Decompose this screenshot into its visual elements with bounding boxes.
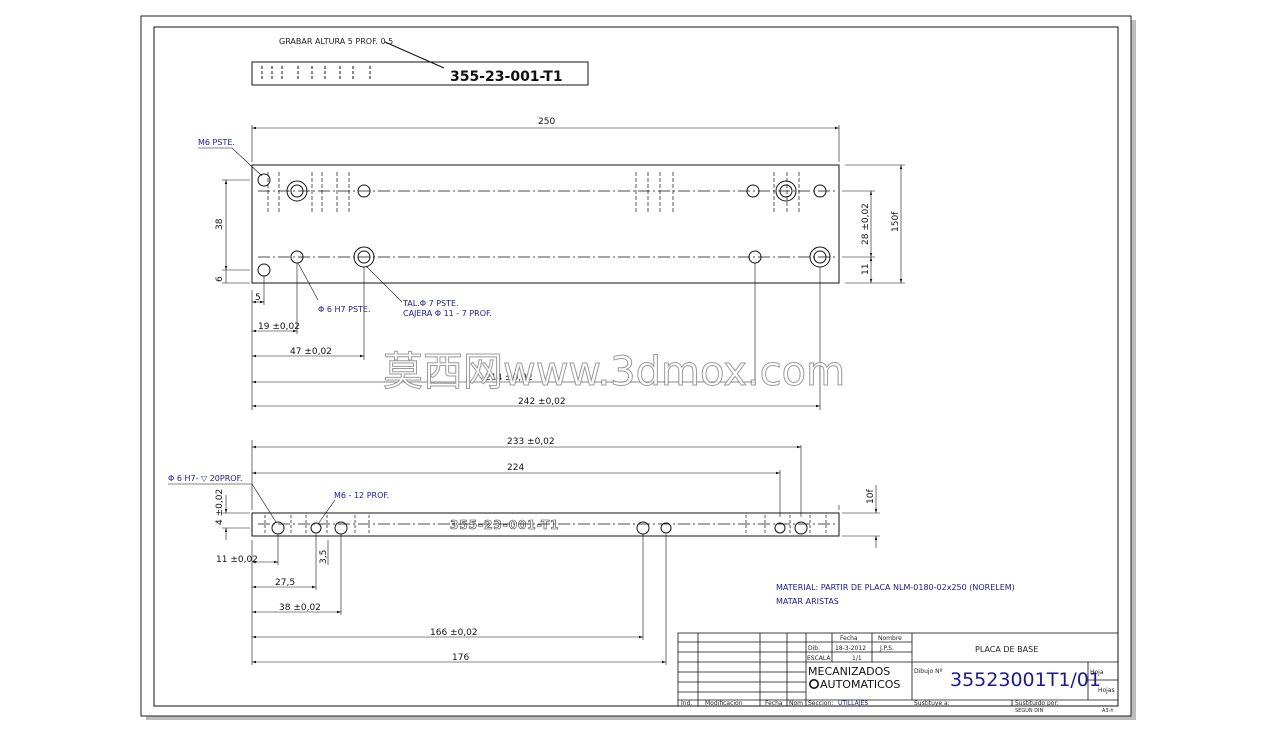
svg-text:Fecha: Fecha bbox=[840, 635, 858, 642]
side-hole-7 bbox=[794, 521, 808, 535]
dim-214: 214 ±0,02 bbox=[485, 373, 533, 383]
dim-27-5: 27,5 bbox=[275, 578, 295, 588]
top-view bbox=[251, 41, 589, 86]
tb-name: J.P.S. bbox=[879, 645, 894, 652]
svg-text:Sustituye a:: Sustituye a: bbox=[914, 700, 950, 707]
tb-company-2: AUTOMATICOS bbox=[820, 678, 900, 691]
tb-date: 18-3-2012 bbox=[835, 645, 866, 652]
part-code-top: 355-23-001-T1 bbox=[450, 69, 563, 85]
drawing-frame bbox=[153, 26, 1119, 707]
dim-233: 233 ±0,02 bbox=[507, 437, 555, 447]
svg-text:Dibujo Nº: Dibujo Nº bbox=[914, 668, 943, 675]
callout-side-pin: Φ 6 H7- ▽ 20PROF. bbox=[168, 474, 242, 483]
plan-view bbox=[198, 125, 905, 410]
paper bbox=[140, 15, 1132, 717]
material-note: MATERIAL: PARTIR DE PLACA NLM-0180-02x25… bbox=[776, 583, 1015, 592]
drill-hole-2 bbox=[746, 184, 760, 198]
tb-drawing-number: 35523001T1/01 bbox=[950, 669, 1101, 691]
dim-150: 150f bbox=[891, 211, 901, 232]
svg-text:ESCALA: ESCALA bbox=[807, 655, 831, 662]
callout-drill: TAL.Φ 7 PSTE. bbox=[402, 299, 459, 308]
company-logo-icon bbox=[808, 678, 819, 689]
dim-224: 224 bbox=[507, 463, 524, 473]
dim-thickness: 10f bbox=[866, 489, 876, 504]
m6-hole-1 bbox=[257, 173, 271, 187]
svg-text:Sustituido por:: Sustituido por: bbox=[1015, 700, 1059, 707]
finish-note: MATAR ARISTAS bbox=[776, 597, 839, 606]
side-hole-5 bbox=[660, 522, 672, 534]
counterbore-hole-2 bbox=[775, 180, 797, 202]
watermark: 莫西网www.3dmox.com bbox=[383, 349, 845, 395]
svg-text:Fecha: Fecha bbox=[765, 700, 783, 707]
tb-scale: 1/1 bbox=[852, 655, 862, 662]
dim-47: 47 ±0,02 bbox=[290, 347, 332, 357]
svg-text:Nom: Nom bbox=[789, 700, 803, 707]
title-block bbox=[677, 632, 1119, 707]
tb-company-1: MECANIZADOS bbox=[808, 665, 890, 678]
counterbore-hole-1 bbox=[286, 180, 308, 202]
drill-hole-3 bbox=[813, 184, 827, 198]
dim-11: 11 bbox=[861, 264, 871, 275]
dim-28: 28 ±0,02 bbox=[861, 203, 871, 245]
drill-hole-1 bbox=[357, 184, 371, 198]
dim-3-5: 3,5 bbox=[319, 550, 329, 564]
svg-text:Modificacion: Modificacion bbox=[705, 700, 743, 707]
tb-section: UTILLAJES bbox=[838, 700, 868, 707]
svg-text:Dib.: Dib. bbox=[808, 645, 820, 652]
callout-m6-pste: M6 PSTE. bbox=[198, 138, 235, 147]
svg-text:Seccion:: Seccion: bbox=[808, 700, 833, 707]
dim-176: 176 bbox=[452, 653, 469, 663]
side-engraving: 355-23-001-T1 bbox=[450, 518, 560, 532]
dim-5: 5 bbox=[255, 293, 261, 303]
engrave-note: GRABAR ALTURA 5 PROF. 0.5 bbox=[279, 37, 393, 46]
dim-11-side: 11 ±0,02 bbox=[216, 555, 258, 565]
callout-counterbore: CAJERA Φ 11 - 7 PROF. bbox=[403, 309, 492, 318]
dim-242: 242 ±0,02 bbox=[518, 397, 566, 407]
callout-side-thread: M6 - 12 PROF. bbox=[334, 491, 389, 500]
dim-250: 250 bbox=[538, 117, 555, 127]
svg-text:Hojas: Hojas bbox=[1098, 687, 1115, 694]
dim-6: 6 bbox=[215, 276, 225, 282]
callout-pin-hole: Φ 6 H7 PSTE. bbox=[318, 305, 371, 314]
side-hole-2 bbox=[310, 522, 322, 534]
side-hole-6 bbox=[774, 522, 786, 534]
tb-title: PLACA DE BASE bbox=[975, 645, 1038, 654]
side-view bbox=[168, 440, 880, 665]
svg-text:Ind.: Ind. bbox=[681, 700, 692, 707]
tb-standard: SEGUN DIN bbox=[1015, 708, 1044, 714]
svg-text:Hoja: Hoja bbox=[1090, 669, 1104, 676]
dim-19: 19 ±0,02 bbox=[258, 322, 300, 332]
dim-4: 4 ±0,02 bbox=[215, 489, 225, 525]
svg-text:Nombre: Nombre bbox=[878, 635, 902, 642]
tb-format: A3-h bbox=[1102, 708, 1114, 714]
dim-38: 38 bbox=[215, 218, 225, 230]
title-block-text: Fecha Nombre Dib. 18-3-2012 J.P.S. ESCAL… bbox=[681, 635, 1115, 714]
dim-38-side: 38 ±0,02 bbox=[279, 603, 321, 613]
dim-166: 166 ±0,02 bbox=[430, 628, 478, 638]
